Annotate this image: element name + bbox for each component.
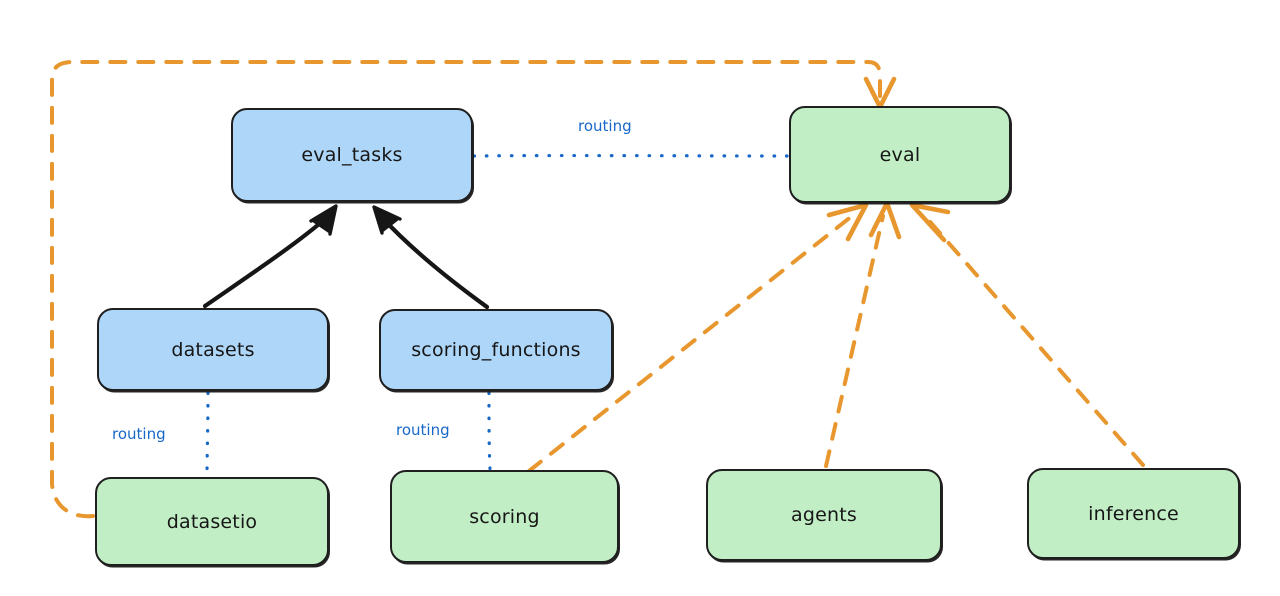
node-eval-tasks[interactable]: eval_tasks	[231, 108, 473, 202]
edge-inference-to-eval	[909, 202, 1145, 467]
node-agents[interactable]: agents	[706, 469, 942, 561]
edge-label-routing-datasets-datasetio: routing	[112, 425, 166, 443]
edge-agents-to-eval	[824, 200, 902, 468]
edge-scoring-functions-to-eval-tasks	[372, 205, 490, 310]
edge-label-routing-scoring-functions-scoring: routing	[396, 421, 450, 439]
node-eval[interactable]: eval	[789, 106, 1011, 203]
node-label-eval: eval	[879, 143, 921, 166]
node-scoring[interactable]: scoring	[390, 470, 619, 563]
node-scoring-functions[interactable]: scoring_functions	[379, 309, 613, 391]
node-datasetio[interactable]: datasetio	[95, 477, 329, 566]
node-datasets[interactable]: datasets	[97, 308, 329, 391]
node-label-scoring-functions: scoring_functions	[411, 339, 581, 361]
node-label-scoring: scoring	[469, 505, 540, 528]
edge-label-routing-eval-tasks-eval: routing	[578, 117, 632, 135]
edge-scoring-functions-to-scoring	[487, 391, 492, 471]
edge-scoring-to-eval	[527, 202, 869, 473]
edge-datasetio-to-eval	[50, 60, 897, 519]
node-label-inference: inference	[1088, 502, 1179, 525]
edge-datasets-to-datasetio	[205, 391, 210, 478]
node-label-eval-tasks: eval_tasks	[301, 144, 403, 166]
node-inference[interactable]: inference	[1027, 468, 1240, 559]
edge-datasets-to-eval-tasks	[202, 204, 338, 309]
node-label-agents: agents	[791, 504, 857, 526]
node-label-datasets: datasets	[171, 338, 255, 361]
node-label-datasetio: datasetio	[166, 510, 258, 533]
